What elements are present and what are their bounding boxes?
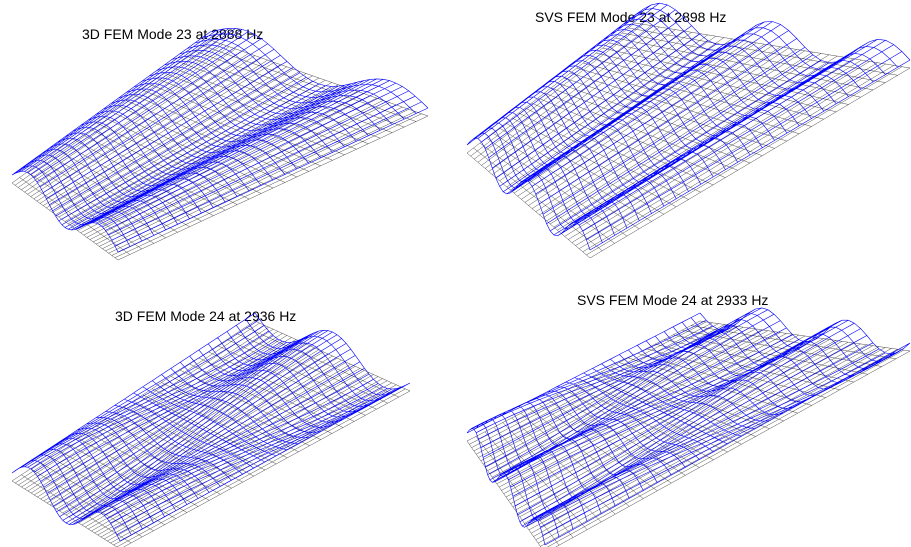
panel-title: SVS FEM Mode 24 at 2933 Hz <box>577 292 769 308</box>
deformed-mesh <box>11 312 411 542</box>
deformed-mesh <box>11 28 429 253</box>
mode-shape-plot <box>466 307 911 547</box>
mode-shape-plot <box>11 312 411 547</box>
mode-shape-plot <box>11 28 429 261</box>
deformed-mesh <box>466 307 911 546</box>
deformed-mesh <box>466 2 911 251</box>
mode-shape-plot <box>466 2 911 259</box>
panel-title: 3D FEM Mode 24 at 2936 Hz <box>115 308 297 324</box>
undeformed-mesh <box>11 39 429 261</box>
panel-3d-mode-23: 3D FEM Mode 23 at 2888 Hz <box>0 0 455 273</box>
undeformed-mesh <box>466 320 911 547</box>
panel-svs-mode-24: SVS FEM Mode 24 at 2933 Hz <box>455 273 911 547</box>
panel-3d-mode-24: 3D FEM Mode 24 at 2936 Hz <box>0 273 455 547</box>
panel-svs-mode-23: SVS FEM Mode 23 at 2898 Hz <box>455 0 911 273</box>
